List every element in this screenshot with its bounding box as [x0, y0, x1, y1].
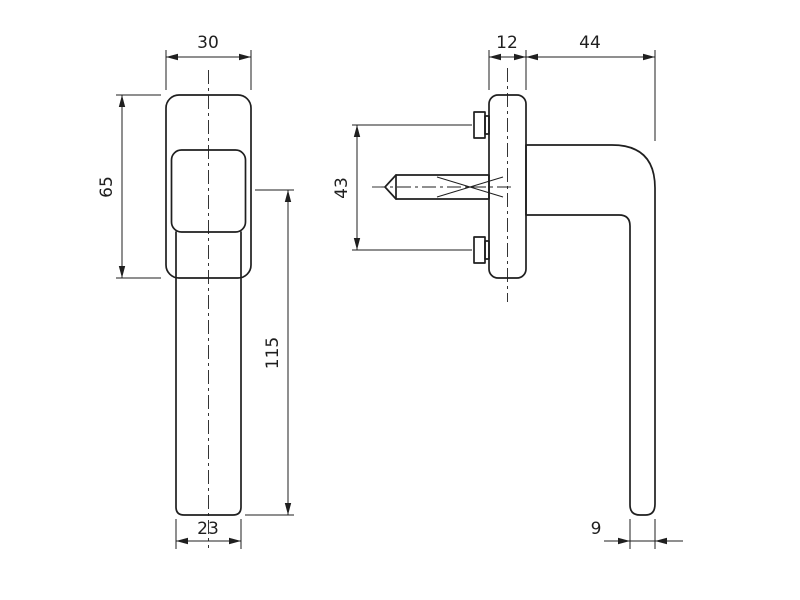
dim-label-grip-length: 115 — [263, 337, 283, 369]
handle-side-outline — [384, 94, 656, 516]
dimension-grip-length: 115 — [245, 189, 294, 516]
screw-head — [473, 111, 486, 139]
dimension-grip-width: 23 — [175, 519, 242, 549]
spindle-cross-line — [436, 176, 504, 198]
dim-label-grip-thickness: 9 — [591, 519, 602, 539]
arrowhead — [655, 537, 667, 545]
screw-bottom — [473, 236, 490, 264]
arrowhead — [353, 125, 361, 137]
front-view: 30 65 115 23 — [97, 33, 294, 549]
arrowhead — [643, 53, 655, 61]
dim-label-rosette-height: 65 — [97, 176, 117, 198]
arrowhead — [176, 537, 188, 545]
dimension-rosette-height: 65 — [97, 94, 161, 279]
arrowhead — [284, 190, 292, 202]
arrowhead — [618, 537, 630, 545]
spindle-outline — [395, 174, 490, 200]
screw-head — [473, 236, 486, 264]
arrowhead — [118, 266, 126, 278]
arrowhead — [284, 503, 292, 515]
arrowhead — [166, 53, 178, 61]
handle-arm-grip-outline — [525, 144, 656, 516]
dim-label-rosette-thickness: 12 — [496, 33, 518, 53]
dim-label-rosette-width: 30 — [197, 33, 219, 53]
screw-collar — [484, 240, 490, 260]
dim-label-grip-width: 23 — [197, 519, 219, 539]
dimension-projection: 44 — [526, 33, 656, 141]
arrowhead — [514, 53, 526, 61]
arrowhead — [489, 53, 501, 61]
arrowhead — [229, 537, 241, 545]
dimension-screw-spacing: 43 — [332, 124, 472, 251]
dimension-rosette-width: 30 — [165, 33, 252, 90]
arrowhead — [526, 53, 538, 61]
side-view: 12 44 43 9 — [332, 33, 683, 549]
dim-label-projection: 44 — [579, 33, 601, 53]
dimension-grip-thickness: 9 — [591, 519, 683, 549]
screw-top — [473, 111, 490, 139]
dim-label-screw-spacing: 43 — [332, 177, 352, 199]
screw-collar — [484, 115, 490, 135]
arrowhead — [353, 238, 361, 250]
arrowhead — [239, 53, 251, 61]
arrowhead — [118, 95, 126, 107]
